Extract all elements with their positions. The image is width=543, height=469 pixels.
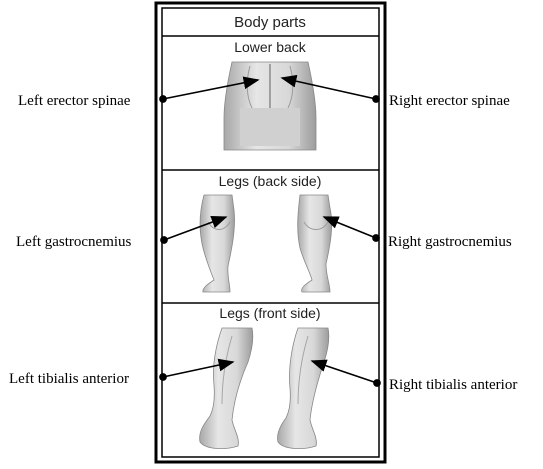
label-left-gastrocnemius: Left gastrocnemius — [16, 234, 132, 250]
right-calf-back-illustration — [298, 195, 332, 292]
label-left-erector-spinae: Left erector spinae — [18, 93, 131, 109]
label-right-erector-spinae: Right erector spinae — [389, 93, 510, 109]
pointer-right-tibialis-anterior — [312, 361, 377, 383]
lower-back-cover-patch — [240, 108, 300, 146]
panel-legs-front: Legs (front side) Left tibialis anterior… — [9, 305, 517, 449]
label-right-gastrocnemius: Right gastrocnemius — [388, 234, 512, 250]
header: Body parts — [162, 14, 379, 36]
header-title: Body parts — [234, 14, 306, 31]
label-left-tibialis-anterior: Left tibialis anterior — [9, 371, 129, 387]
panel-title-legs-front: Legs (front side) — [219, 305, 320, 321]
label-right-tibialis-anterior: Right tibialis anterior — [389, 377, 517, 393]
left-shin-front-illustration — [200, 328, 253, 449]
panel-lower-back: Lower back Left erector spinae Right ere… — [18, 39, 510, 150]
right-shin-front-illustration — [277, 328, 328, 449]
panel-title-lower-back: Lower back — [234, 39, 307, 55]
panel-legs-back: Legs (back side) Left gastrocnemius Righ… — [16, 173, 512, 292]
left-calf-back-illustration — [200, 195, 234, 292]
lower-back-illustration — [224, 62, 316, 150]
panel-title-legs-back: Legs (back side) — [219, 173, 322, 189]
